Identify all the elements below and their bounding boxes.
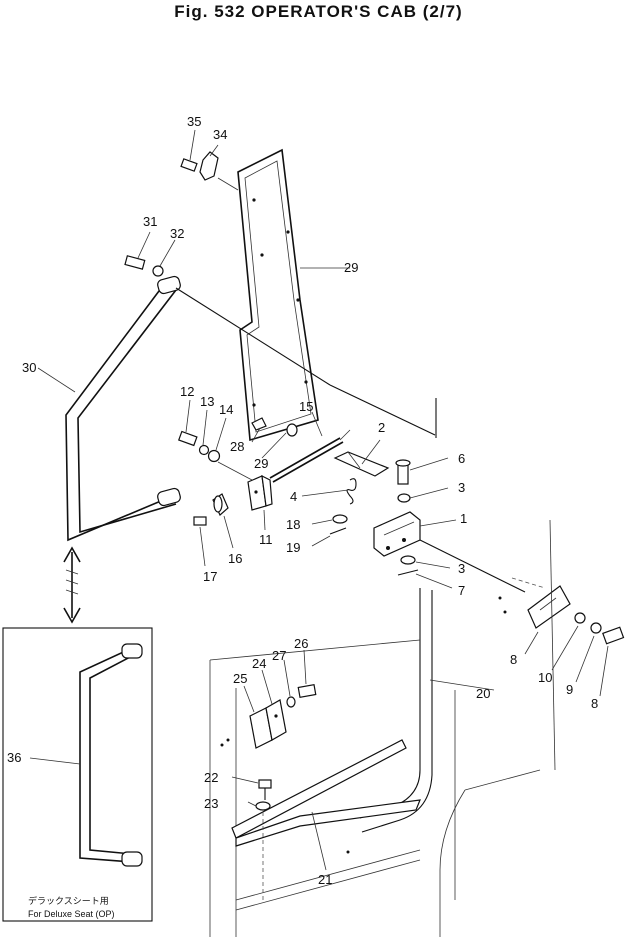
callout-34: 34 [213,127,227,142]
part-18-19-washer-pin [311,514,348,547]
part-2-4-lever-spring [301,439,390,505]
callout-27: 27 [272,648,286,663]
part-12-13-14-bolt-washers [178,399,253,481]
part-22-23-bolt-washer [231,776,272,900]
callout-20: 20 [476,686,490,701]
callout-33: 32 [170,226,184,241]
part-31-handrail [37,275,436,542]
figure-title: Fig. 532 OPERATOR'S CAB (2/7) [174,2,463,21]
callout-labels: 35 34 31 32 29 30 12 13 14 15 28 29 2 6 … [7,114,598,887]
callout-36: 36 [7,750,21,765]
callout-10: 10 [538,670,552,685]
callout-9: 9 [566,682,573,697]
part-16-17-catch-bolt [193,493,234,567]
part-5-pin [395,457,449,503]
callout-1: 1 [460,511,467,526]
callout-29: 28 [230,439,244,454]
callout-30: 29 [254,456,268,471]
callout-3b: 3 [458,561,465,576]
callout-22: 22 [204,770,218,785]
part-34-35-bracket-bolt [180,129,239,191]
callout-8: 8 [591,696,598,711]
part-1-hinge [373,511,526,593]
part-29-30-pin [251,417,298,459]
part-3-6-lower [397,555,453,589]
inset-deluxe-seat [2,627,153,922]
part-28-panel [237,148,350,442]
part-11-bracket [247,474,273,531]
callout-4: 4 [290,489,297,504]
callout-14: 14 [219,402,233,417]
callout-26: 26 [294,636,308,651]
callout-21: 21 [318,872,332,887]
callout-3a: 3 [458,480,465,495]
callout-13: 13 [200,394,214,409]
callout-24: 24 [252,656,266,671]
part-7-8-9-10-plate-bolt [511,577,625,697]
callout-35: 35 [187,114,201,129]
callout-25: 25 [233,671,247,686]
part-15-rod [269,411,351,483]
interchange-arrow [63,546,81,624]
callout-31: 30 [22,360,36,375]
callout-7: 8 [510,652,517,667]
inset-note-english: For Deluxe Seat (OP) [28,909,115,919]
callout-28: 29 [344,260,358,275]
callout-16: 16 [228,551,242,566]
callout-15: 15 [299,399,313,414]
callout-19: 19 [286,540,300,555]
callout-17: 17 [203,569,217,584]
callout-5: 6 [458,451,465,466]
part-32-33-bolt-washer [124,231,176,277]
callout-18: 18 [286,517,300,532]
callout-2: 2 [378,420,385,435]
callout-6: 7 [458,583,465,598]
callout-32: 31 [143,214,157,229]
callout-12: 12 [180,384,194,399]
part-24-25-26-27-bracket [243,649,317,749]
inset-note-japanese: デラックスシート用 [28,895,109,906]
part-21-rail [231,739,421,871]
callout-11: 11 [259,532,273,547]
callout-23: 23 [204,796,218,811]
